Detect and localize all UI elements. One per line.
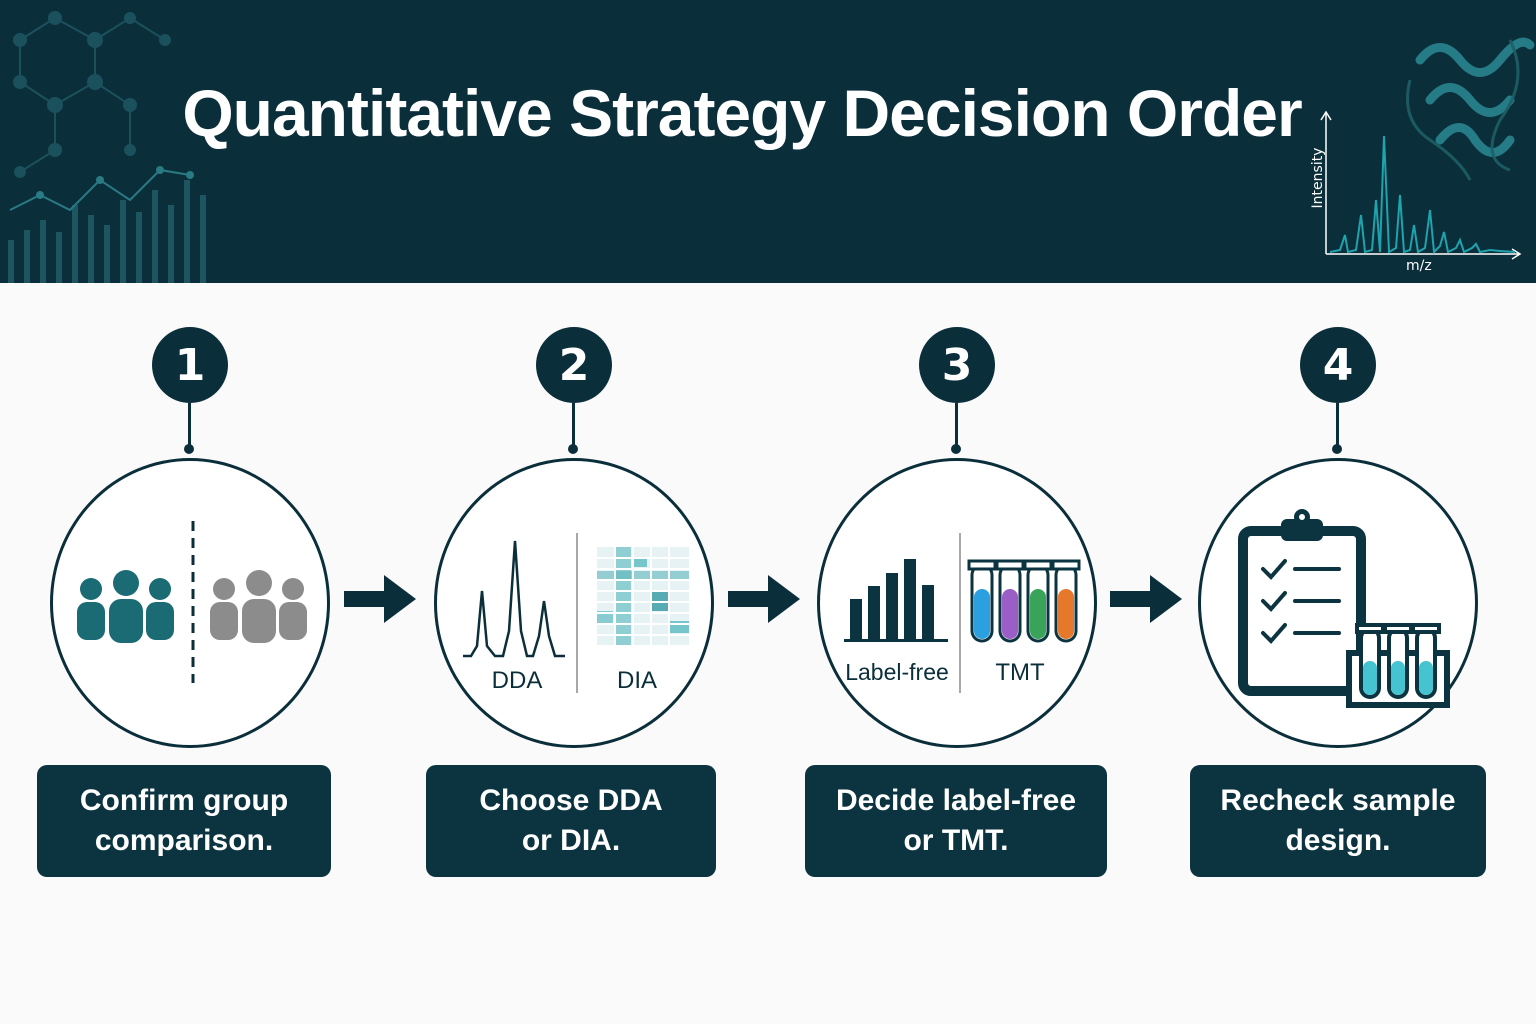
arrow-right-icon — [728, 575, 800, 623]
page-title: Quantitative Strategy Decision Order — [182, 76, 1302, 150]
two-groups-icon — [77, 521, 307, 683]
dia-grid-icon — [597, 547, 689, 645]
spectrum-y-axis-label: Intensity — [1310, 147, 1326, 209]
label-free-label: Label-free — [845, 659, 949, 685]
step-1-connector-dot — [184, 444, 194, 454]
step-3-connector — [955, 403, 958, 447]
arrow-right-icon — [1110, 575, 1182, 623]
step-3-caption-line-1: Decide label-free — [835, 784, 1077, 817]
clipboard-tubes-icon — [1238, 509, 1450, 708]
bar-chart-decoration-icon — [8, 180, 206, 283]
step-4-caption-line-2: design. — [1285, 824, 1391, 857]
tmt-label: TMT — [995, 659, 1045, 686]
step-3-caption-line-2: or TMT. — [903, 824, 1009, 857]
dda-dia-icon — [463, 533, 689, 693]
step-2-caption-line-2: or DIA. — [521, 824, 621, 857]
header-banner: Quantitative Strategy Decision Order Int… — [0, 0, 1536, 283]
dia-label: DIA — [616, 667, 657, 694]
step-2-connector-dot — [568, 444, 578, 454]
step-2-number-badge: 2 — [536, 327, 612, 403]
bar-chart-icon — [844, 559, 948, 642]
step-3-connector-dot — [951, 444, 961, 454]
step-1-caption-line-1: Confirm group — [79, 784, 289, 817]
step-1-caption-card: Confirm group comparison. — [37, 765, 331, 877]
test-tube-rack-icon — [1346, 623, 1450, 708]
molecule-network-icon — [13, 11, 171, 178]
step-4-connector — [1336, 403, 1339, 447]
step-1-caption-line-2: comparison. — [94, 824, 274, 857]
arrow-right-icon — [344, 575, 416, 623]
step-4-circle — [1198, 458, 1478, 748]
tmt-tubes-icon — [967, 559, 1081, 643]
step-1-circle — [50, 458, 330, 748]
step-3-caption-card: Decide label-free or TMT. — [805, 765, 1107, 877]
protein-structure-icon — [1415, 37, 1535, 157]
dda-label: DDA — [491, 667, 543, 694]
banner-decoration — [8, 11, 1535, 283]
step-4-number-badge: 4 — [1300, 327, 1376, 403]
step-4-caption-card: Recheck sample design. — [1190, 765, 1486, 877]
step-4-connector-dot — [1332, 444, 1342, 454]
step-3-circle: Label-free TMT — [817, 458, 1097, 748]
step-2-circle: DDA DIA — [434, 458, 714, 748]
spectrum-x-axis-label: m/z — [1406, 258, 1432, 274]
step-2-caption-card: Choose DDA or DIA. — [426, 765, 716, 877]
labelfree-tmt-icon — [844, 533, 1081, 693]
step-1-number-badge: 1 — [152, 327, 228, 403]
step-3-number-badge: 3 — [919, 327, 995, 403]
mass-spectrum-icon — [1320, 110, 1522, 260]
step-2-connector — [572, 403, 575, 447]
step-2-caption-line-1: Choose DDA — [479, 784, 663, 817]
step-4-caption-line-1: Recheck sample — [1220, 784, 1456, 817]
clipboard-icon — [1238, 509, 1366, 696]
step-1-connector — [188, 403, 191, 447]
